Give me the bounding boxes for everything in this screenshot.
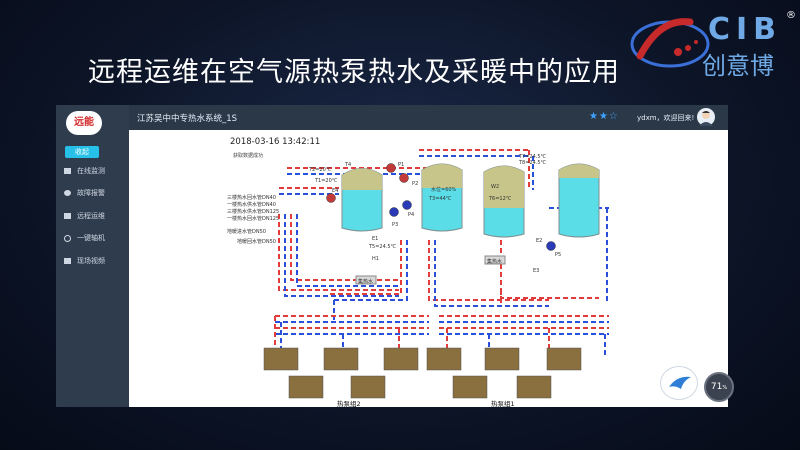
pipe-label: 地暖回水管DN50 [237,239,276,245]
tank-temp: T6=12℃ [489,196,512,202]
pipe-label: 三楼热水供水管DN125 [227,209,280,215]
pipe-label: 三楼热水回水管DN40 [227,195,276,201]
wrench-icon [64,213,71,219]
progress-gauge: 71% [704,372,734,402]
tank-level: 水位=60% [431,187,457,193]
pump-group [326,163,556,251]
welcome-text: ydxm，欢迎回来! [637,114,695,122]
box-label: 集热水 [358,279,374,285]
heat-pump-units [263,347,582,399]
sensor-tag: P5 [555,252,562,258]
sensor-tag: E3 [533,268,540,274]
sensor-tag: T7=24.5℃ [519,154,547,160]
sensor-tag: T5=24.5℃ [369,244,397,250]
pipe-label: 地暖进水管DN50 [227,229,266,235]
sensor-tag: T1=20℃ [315,178,338,184]
sidebar-item-alarm[interactable]: 故障报警 [64,188,105,198]
sensor-tag: P2 [412,181,419,187]
pipe-label: 一楼热水回水管DN125 [227,216,280,222]
video-icon [64,258,71,264]
power-icon [64,234,71,242]
sensor-tag: P1 [398,162,405,168]
status-text: 获取数据成功 [233,153,264,159]
unit-group-label: 热泵组2 [337,400,361,407]
pipe-network [263,149,609,399]
sidebar-item-video[interactable]: 现场视频 [64,256,105,266]
brand-registered: ® [786,10,796,21]
tank-label: W2 [491,184,500,190]
bird-icon [669,376,691,389]
system-diagram: 2018-03-16 13:42:11 获取数据成功 三楼热水回水管DN40 一… [129,130,728,407]
brand-chinese: 创意博 [702,52,774,80]
sensor-tag: P3 [392,222,399,228]
rating-stars: ★★☆ [589,111,619,122]
sensor-tag: P4 [408,212,415,218]
sidebar-item-power[interactable]: 一键轴机 [64,233,105,243]
tank-temp: T3=44℃ [429,196,452,202]
sensor-tag: T8=24.5℃ [519,160,547,166]
user-avatar-icon [699,111,713,126]
sidebar-item-monitor[interactable]: 在线监测 [64,166,105,176]
box-label: 集热水 [487,259,503,265]
timestamp: 2018-03-16 13:42:11 [230,137,321,147]
brand-latin: CIB [708,12,783,47]
sensor-tag: E2 [536,238,543,244]
slide-title: 远程运维在空气源热泵热水及采暖中的应用 [88,57,620,88]
unit-group-label: 热泵组1 [491,400,515,407]
pipe-label: 一楼热水供水管DN40 [227,202,276,208]
sidebar: 远能 收起 在线监测 故障报警 远程运维 一键轴机 现场视频 [56,105,129,407]
topbar: 江苏吴中中专热水系统_1S ★★☆ ydxm，欢迎回来! [129,105,728,130]
assistant-bird-button[interactable] [660,366,698,400]
alert-icon [64,190,71,196]
app-logo: 远能 [66,111,102,135]
brand-swirl-icon [630,18,710,68]
tank-group [341,163,600,238]
sensor-tag: T2=20℃ [309,167,332,173]
sidebar-item-remote[interactable]: 远程运维 [64,211,105,221]
sensor-tag: H1 [372,256,379,262]
brand-logo: CIB 创意博 ® [620,8,800,80]
avatar[interactable] [697,108,715,126]
system-title: 江苏吴中中专热水系统_1S [137,114,238,124]
app-window: 远能 收起 在线监测 故障报警 远程运维 一键轴机 现场视频 江苏吴中中专热水系… [56,105,728,407]
sensor-tag: E4 [332,188,339,194]
collapse-button[interactable]: 收起 [65,146,99,158]
sensor-tag: E1 [372,236,379,242]
sensor-tag: T4 [345,162,352,168]
monitor-icon [64,168,71,174]
